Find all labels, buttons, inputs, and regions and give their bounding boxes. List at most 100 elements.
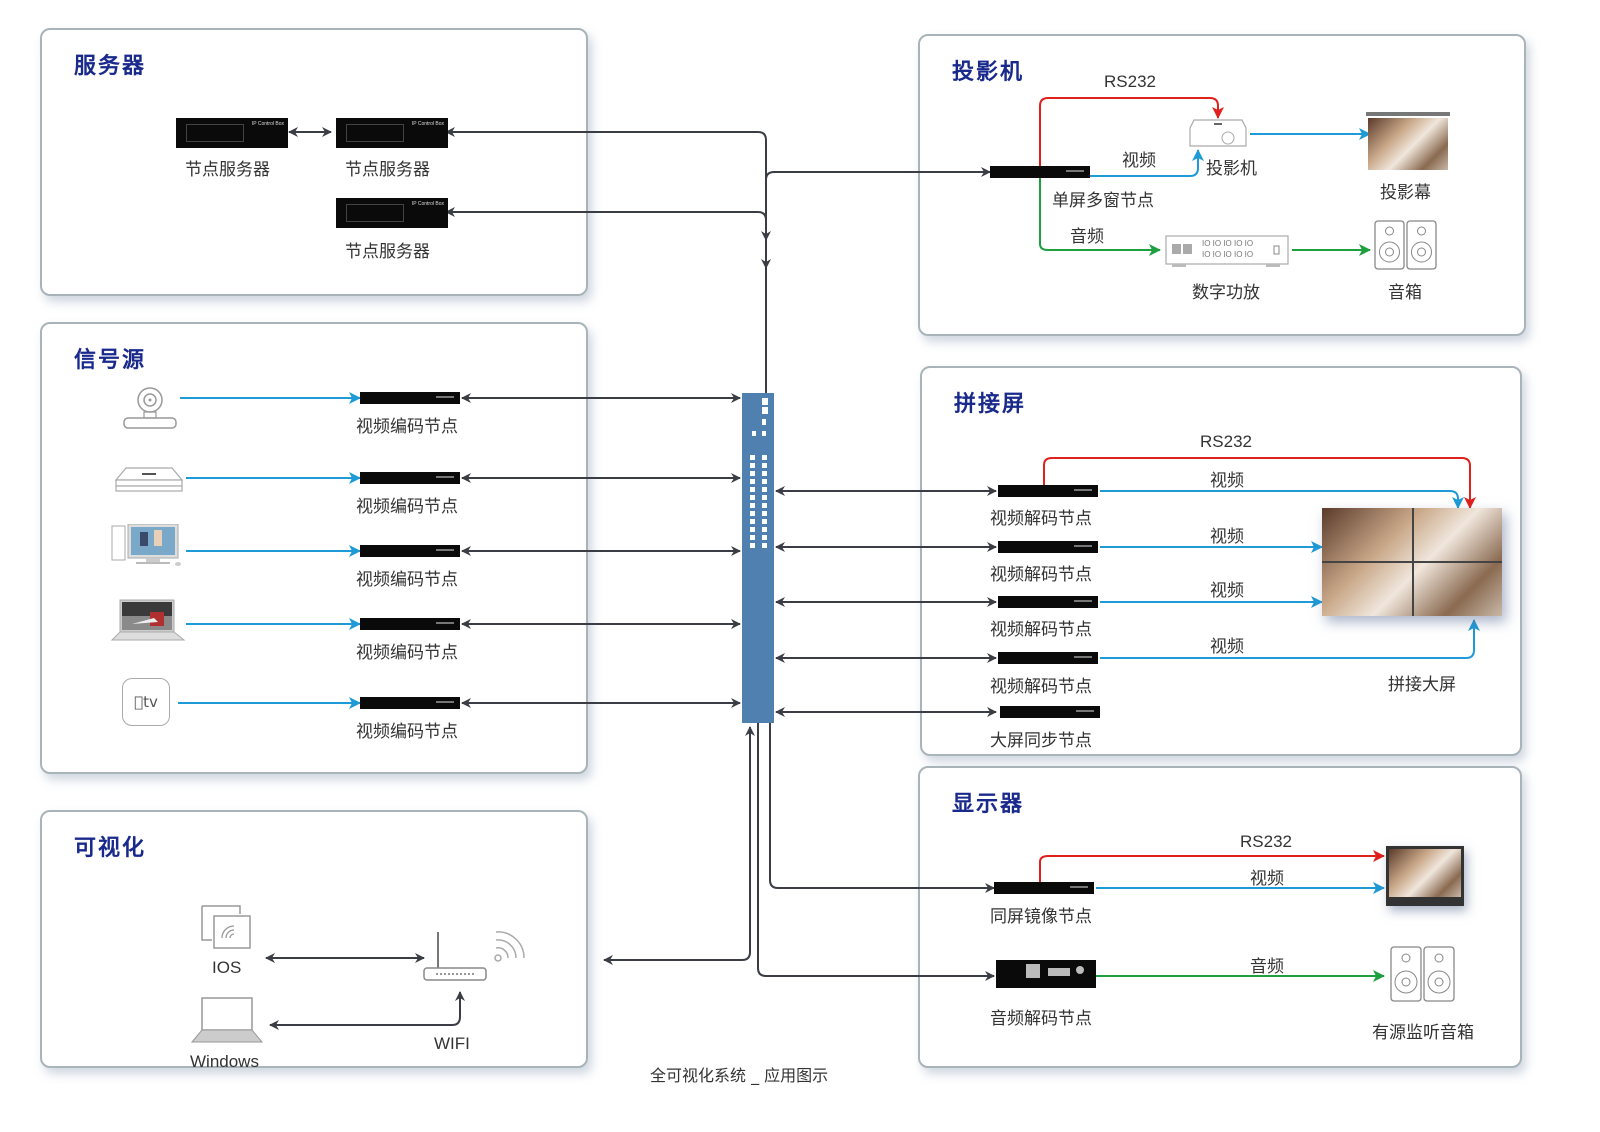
projector-title: 投影机	[952, 60, 1025, 85]
speaker-label: 音箱	[1388, 283, 1422, 303]
switch-port	[762, 543, 767, 548]
node-server-2[interactable]: IP Control Box	[336, 118, 448, 148]
decoder-label-3: 视频解码节点	[990, 620, 1092, 640]
monitor-image	[1389, 849, 1461, 897]
decoder-node-1[interactable]	[998, 485, 1098, 497]
videowall-rs232-label: RS232	[1200, 432, 1252, 451]
wire-to-projector	[765, 167, 991, 181]
encoder-node-1[interactable]	[360, 392, 460, 404]
switch-port	[762, 511, 767, 516]
switch-port	[750, 471, 755, 476]
switch-port	[762, 519, 767, 524]
switch-port	[750, 455, 755, 460]
node-server-2-label: 节点服务器	[345, 160, 430, 180]
wire-server2	[445, 207, 771, 269]
network-switch[interactable]	[742, 393, 774, 723]
sync-node[interactable]	[1000, 706, 1100, 718]
encoder-label-1: 视频编码节点	[356, 417, 458, 437]
switch-port	[762, 527, 767, 532]
switch-port	[762, 495, 767, 500]
switch-port	[762, 455, 767, 460]
encoder-node-5[interactable]	[360, 697, 460, 709]
switch-port	[750, 495, 755, 500]
active-speaker-icon	[1390, 946, 1455, 1002]
encoder-label-5: 视频编码节点	[356, 722, 458, 742]
display-audio-label: 音频	[1250, 957, 1284, 977]
switch-port	[762, 463, 767, 468]
encoder-label-2: 视频编码节点	[356, 497, 458, 517]
switch-port	[762, 535, 767, 540]
amplifier-icon: IO IO IO IO IO IO IO IO IO IO	[1165, 235, 1289, 267]
videowall-video-label-4: 视频	[1210, 637, 1244, 657]
multiwindow-node-label: 单屏多窗节点	[1052, 191, 1154, 211]
switch-port	[762, 471, 767, 476]
multiwindow-node[interactable]	[990, 166, 1090, 178]
wifi-label: WIFI	[434, 1034, 470, 1053]
wifi-signal-icon	[494, 931, 525, 962]
projector-panel: 投影机	[918, 34, 1526, 336]
switch-port	[762, 407, 768, 414]
apple-tv-icon: tv	[122, 678, 170, 726]
mirror-node-label: 同屏镜像节点	[990, 907, 1092, 927]
wifi-router-icon	[423, 931, 525, 981]
decoder-label-2: 视频解码节点	[990, 565, 1092, 585]
amplifier-label: 数字功放	[1192, 283, 1260, 303]
projector-audio-label: 音频	[1070, 227, 1104, 247]
desktop-pc-icon	[111, 524, 181, 566]
diagram-caption: 全可视化系统 _ 应用图示	[650, 1066, 829, 1085]
svg-text:IO IO IO IO IO: IO IO IO IO IO	[1202, 239, 1253, 248]
set-top-box-icon	[114, 467, 184, 492]
projector-icon	[1189, 119, 1247, 147]
switch-port	[762, 503, 767, 508]
sources-title: 信号源	[74, 348, 147, 373]
sync-node-label: 大屏同步节点	[990, 731, 1092, 751]
switch-port	[762, 431, 766, 436]
laptop-icon	[110, 599, 186, 641]
videowall-video-label-2: 视频	[1210, 527, 1244, 547]
servers-title: 服务器	[74, 54, 147, 79]
decoder-node-4[interactable]	[998, 652, 1098, 664]
videowall-video-label-3: 视频	[1210, 581, 1244, 601]
switch-port	[750, 503, 755, 508]
node-server-3[interactable]: IP Control Box	[336, 198, 448, 228]
decoder-label-1: 视频解码节点	[990, 509, 1092, 529]
ios-mirror-icon	[201, 905, 251, 949]
projector-video-label: 视频	[1122, 151, 1156, 171]
videowall-title: 拼接屏	[954, 392, 1027, 417]
audio-decoder-node[interactable]	[996, 960, 1096, 988]
encoder-node-2[interactable]	[360, 472, 460, 484]
windows-label: Windows	[190, 1052, 259, 1071]
display-rs232-label: RS232	[1240, 832, 1292, 851]
ios-label: IOS	[212, 958, 242, 977]
switch-port	[750, 543, 755, 548]
display-title: 显示器	[952, 792, 1025, 817]
projector-rs232-label: RS232	[1104, 72, 1156, 91]
switch-port	[752, 431, 756, 436]
encoder-node-3[interactable]	[360, 545, 460, 557]
projection-screen-label: 投影幕	[1380, 183, 1431, 203]
mirror-node[interactable]	[994, 882, 1094, 894]
node-server-1[interactable]: IP Control Box	[176, 118, 288, 148]
switch-port	[750, 463, 755, 468]
videowall-video-label-1: 视频	[1210, 471, 1244, 491]
visual-title: 可视化	[74, 836, 147, 861]
display-video-label: 视频	[1250, 869, 1284, 889]
projection-image	[1368, 118, 1448, 170]
switch-port	[762, 479, 767, 484]
active-speaker-label: 有源监听音箱	[1372, 1023, 1474, 1043]
camera-icon	[123, 387, 177, 429]
decoder-node-3[interactable]	[998, 596, 1098, 608]
speaker-icon	[1374, 220, 1437, 270]
windows-laptop-icon	[190, 997, 264, 1043]
audio-decoder-label: 音频解码节点	[990, 1009, 1092, 1029]
switch-port	[750, 479, 755, 484]
wall-divider-h	[1322, 561, 1502, 563]
encoder-node-4[interactable]	[360, 618, 460, 630]
switch-port	[750, 535, 755, 540]
switch-port	[750, 511, 755, 516]
display-panel: 显示器	[918, 766, 1522, 1068]
video-wall-label: 拼接大屏	[1388, 675, 1456, 695]
decoder-node-2[interactable]	[998, 541, 1098, 553]
svg-text:IO IO IO IO IO: IO IO IO IO IO	[1202, 250, 1253, 259]
decoder-label-4: 视频解码节点	[990, 677, 1092, 697]
